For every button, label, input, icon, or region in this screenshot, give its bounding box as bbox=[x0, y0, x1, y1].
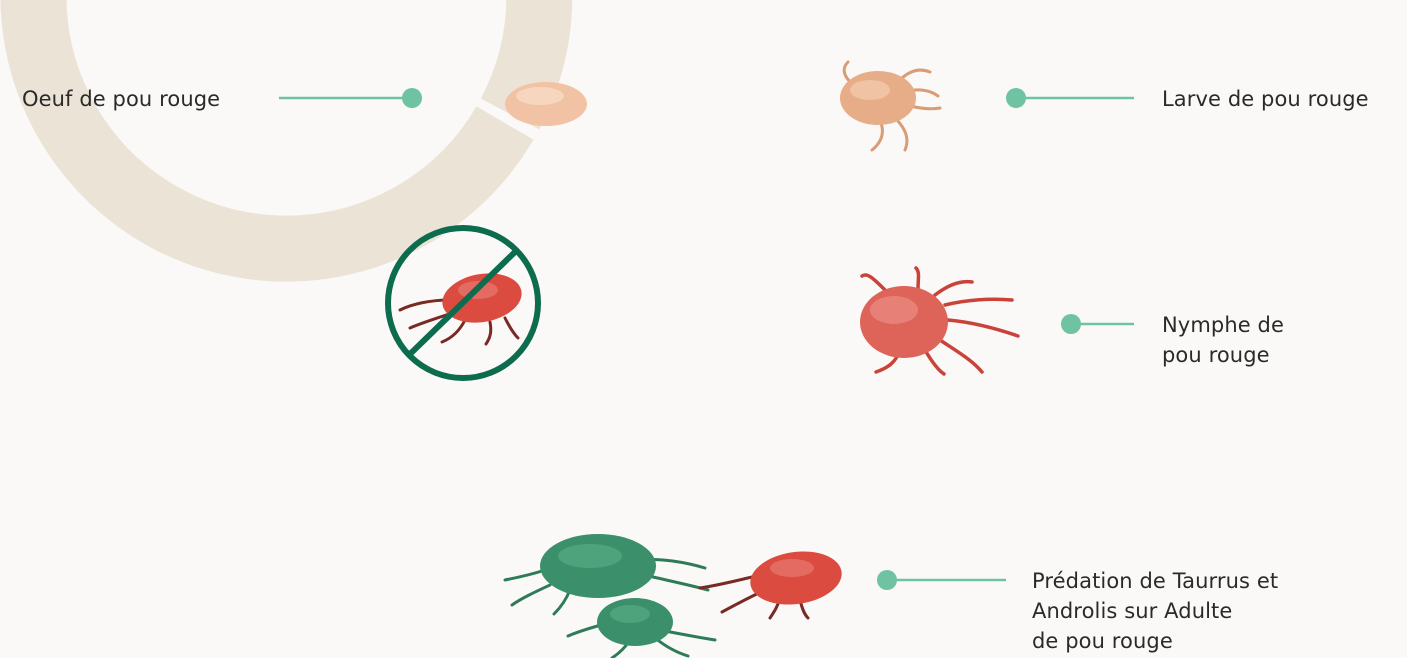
larva-label-line: Larve de pou rouge bbox=[1162, 84, 1369, 114]
nymph-label-line-2: pou rouge bbox=[1162, 340, 1284, 370]
larva-connector bbox=[1006, 88, 1134, 108]
predation-label: Prédation de Taurrus et Androlis sur Adu… bbox=[1032, 566, 1278, 656]
predatory-mites-icon bbox=[505, 534, 845, 658]
egg-icon bbox=[505, 82, 587, 126]
larva-mite-icon bbox=[840, 62, 940, 150]
egg-label-line: Oeuf de pou rouge bbox=[22, 84, 220, 114]
nymph-label: Nymphe de pou rouge bbox=[1162, 310, 1284, 370]
predation-connector bbox=[877, 570, 1006, 590]
predation-label-line-2: Androlis sur Adulte bbox=[1032, 596, 1278, 626]
predation-label-line-3: de pou rouge bbox=[1032, 626, 1278, 656]
nymph-connector bbox=[1061, 314, 1134, 334]
predation-label-line-1: Prédation de Taurrus et bbox=[1032, 566, 1278, 596]
blocked-adult-mite-icon bbox=[388, 228, 538, 378]
nymph-mite-icon bbox=[860, 268, 1018, 374]
egg-connector bbox=[279, 88, 422, 108]
egg-label: Oeuf de pou rouge bbox=[22, 84, 220, 114]
nymph-label-line-1: Nymphe de bbox=[1162, 310, 1284, 340]
lifecycle-ring-arc bbox=[33, 0, 539, 249]
larva-label: Larve de pou rouge bbox=[1162, 84, 1369, 114]
